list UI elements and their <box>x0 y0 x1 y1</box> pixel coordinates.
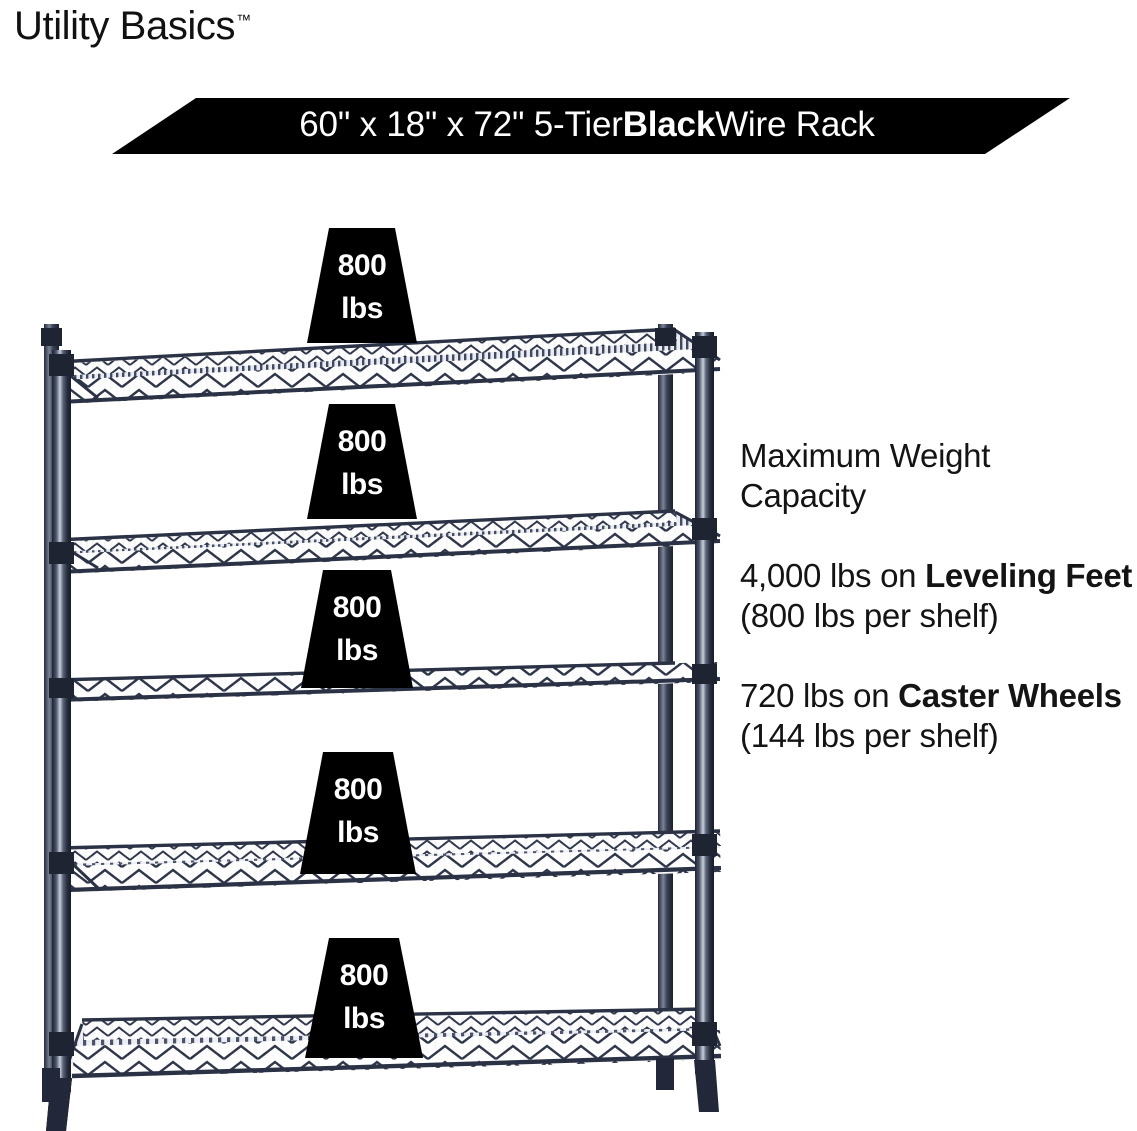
capacity-info-block: Maximum Weight Capacity 4,000 lbs on Lev… <box>740 436 1137 756</box>
banner-title-suffix: Wire Rack <box>715 105 875 144</box>
leveling-feet-capacity: 4,000 lbs on Leveling Feet (800 lbs per … <box>740 556 1137 636</box>
rack-back-posts <box>44 324 673 1084</box>
shelf-2 <box>55 509 721 574</box>
caster-wheels-tail: (144 lbs per shelf) <box>740 716 999 754</box>
leveling-feet-lead: 4,000 lbs on <box>740 556 926 594</box>
capacity-heading-line2: Capacity <box>740 476 866 514</box>
banner-title-prefix: 60" x 18" x 72" 5-Tier <box>299 105 623 144</box>
leveling-feet-tail: (800 lbs per shelf) <box>740 596 999 634</box>
brand-name: Utility Basics <box>14 4 236 48</box>
shelf-4 <box>58 829 722 893</box>
capacity-heading-line1: Maximum Weight <box>740 437 991 474</box>
brand-logo: Utility Basics™ <box>14 6 251 46</box>
caster-wheels-emphasis: Caster Wheels <box>898 676 1122 714</box>
shelf-1 <box>55 327 721 404</box>
banner-title: 60" x 18" x 72" 5-Tier Black Wire Rack <box>110 96 1070 154</box>
rack-front-posts <box>41 328 717 1092</box>
shelf-3 <box>55 661 721 702</box>
leveling-feet-emphasis: Leveling Feet <box>925 556 1133 594</box>
wire-rack-illustration <box>41 324 722 1131</box>
leveling-feet <box>42 1058 719 1131</box>
caster-wheels-lead: 720 lbs on <box>740 676 899 714</box>
trademark-symbol: ™ <box>236 11 252 29</box>
headline-banner: 60" x 18" x 72" 5-Tier Black Wire Rack <box>110 96 1070 158</box>
banner-parallelogram <box>112 98 1070 154</box>
capacity-heading: Maximum Weight Capacity <box>740 436 1137 516</box>
caster-wheels-capacity: 720 lbs on Caster Wheels (144 lbs per sh… <box>740 676 1137 756</box>
banner-title-emphasis: Black <box>622 105 716 144</box>
shelf-5 <box>66 1007 722 1079</box>
